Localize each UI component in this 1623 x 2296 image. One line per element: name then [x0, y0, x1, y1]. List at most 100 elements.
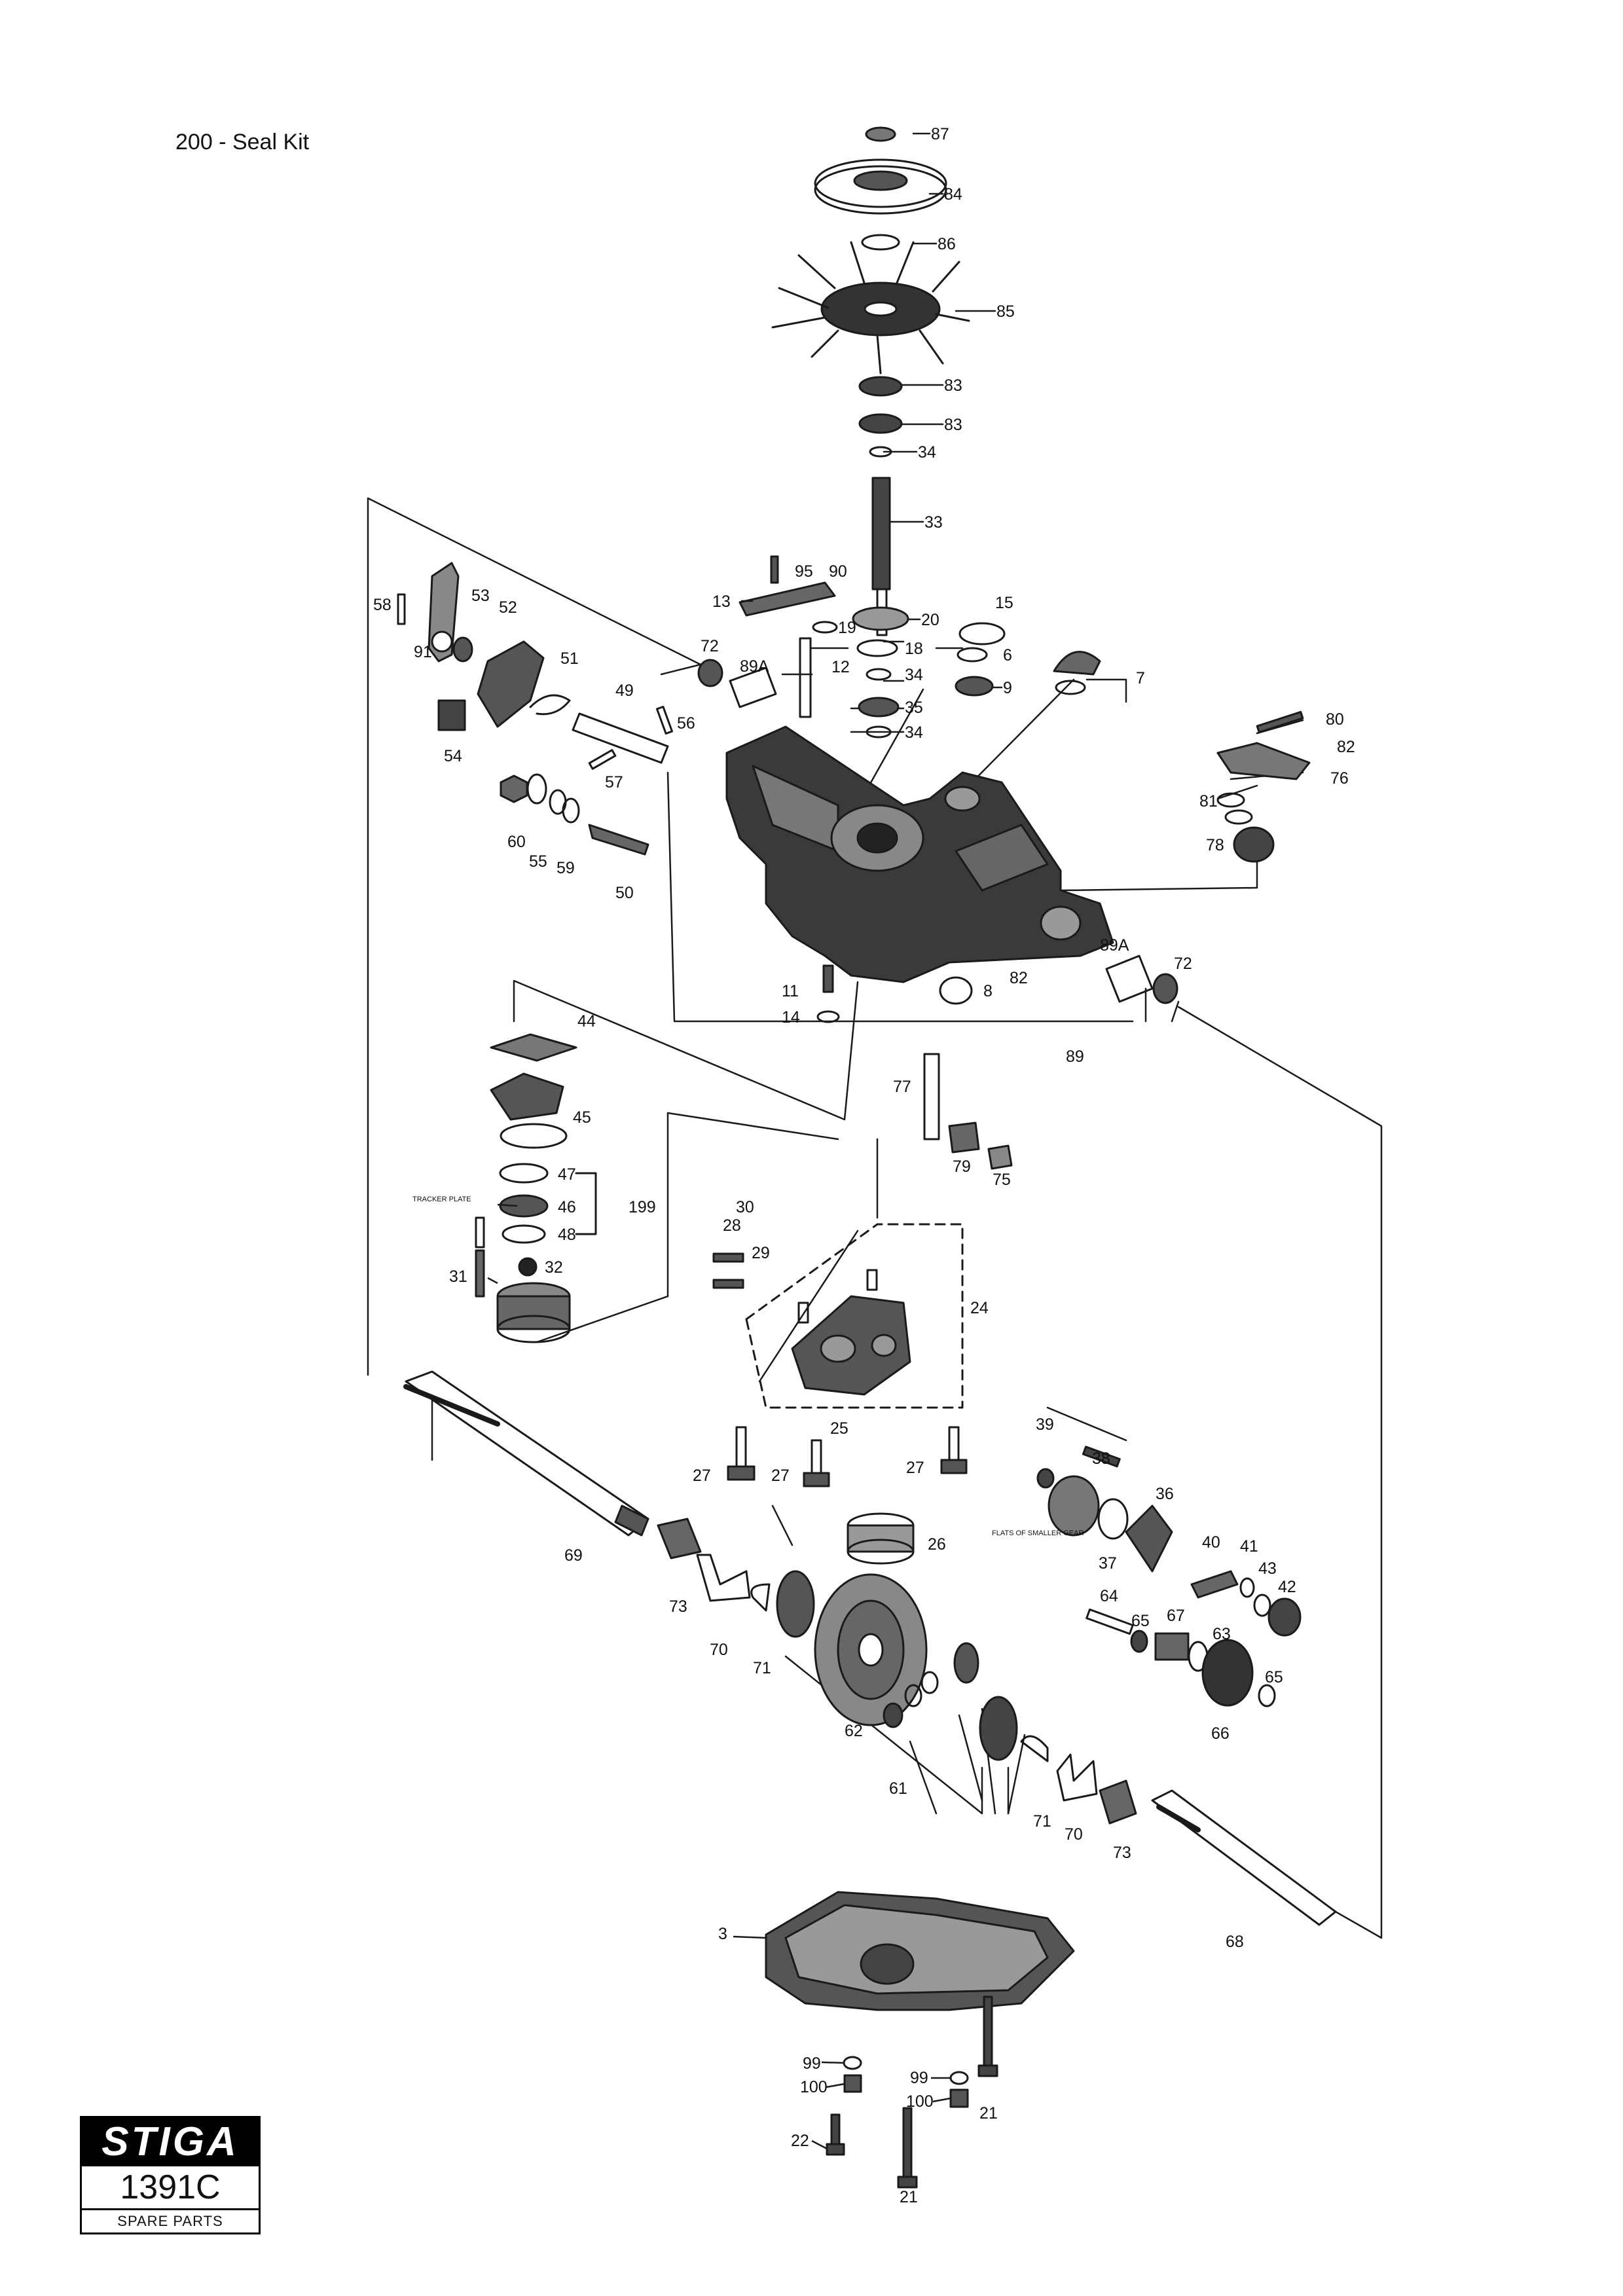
callout: 91 [414, 643, 432, 661]
callout: 32 [545, 1258, 563, 1277]
callout: 99 [803, 2054, 821, 2073]
washer-47 [499, 1163, 549, 1184]
callout: 89A [740, 657, 769, 676]
callout: 56 [677, 714, 695, 733]
clip-70-left [696, 1554, 751, 1602]
callout: 89 [1066, 1048, 1084, 1066]
seal-35 [858, 697, 900, 718]
callout: 27 [906, 1459, 924, 1477]
callout: 21 [979, 2104, 998, 2123]
callout: 30 [736, 1198, 754, 1216]
callout: 25 [830, 1419, 848, 1438]
washer-86 [861, 234, 900, 251]
bearing-83-lower [858, 413, 903, 434]
callout: 43 [1258, 1559, 1277, 1578]
callout: 27 [771, 1467, 790, 1485]
piston-31a [475, 1216, 485, 1248]
ring-26 [847, 1512, 915, 1565]
spring-38b [1082, 1446, 1121, 1468]
block-54 [437, 699, 466, 731]
callout: 41 [1240, 1537, 1258, 1556]
callout: 18 [905, 640, 923, 658]
shaft-77 [923, 1053, 940, 1140]
cap-7 [1053, 651, 1101, 695]
leader [811, 2140, 828, 2150]
pin-12 [799, 637, 812, 718]
ring-18 [856, 639, 898, 657]
bracket-199 [575, 1172, 597, 1235]
clip-71-right [1020, 1735, 1049, 1762]
callout: 73 [1113, 1844, 1131, 1862]
pin-56 [655, 705, 674, 735]
axle-68 [1151, 1789, 1337, 1926]
bushing-89a-left [729, 666, 777, 708]
callout: 84 [944, 185, 962, 204]
callout: 65 [1265, 1668, 1283, 1686]
callout: 100 [906, 2092, 934, 2111]
spring-28 [712, 1252, 744, 1263]
bearing-83-upper [858, 376, 903, 397]
callout: 3 [718, 1925, 727, 1943]
callout: 34 [905, 723, 923, 742]
callout: 83 [944, 376, 962, 395]
pin-57 [588, 749, 617, 770]
callout: 51 [560, 649, 579, 668]
leader-lines [367, 132, 1383, 1939]
callout: 42 [1278, 1578, 1296, 1596]
callout: 34 [905, 666, 923, 684]
spur-gear-62 [814, 1573, 928, 1726]
callout: 8 [983, 982, 993, 1000]
washer-43 [1253, 1594, 1271, 1617]
spring-51 [529, 694, 571, 716]
washer-99-left [843, 2056, 862, 2070]
pin-80 [1256, 710, 1304, 734]
callout: 7 [1136, 669, 1145, 687]
leader [497, 1203, 518, 1207]
washer-39 [1036, 1468, 1055, 1489]
flat-side-note: FLATS OF SMALLER GEAR [992, 1529, 1084, 1537]
spring-29 [712, 1279, 744, 1289]
bearing-67 [1154, 1632, 1190, 1661]
callout: 13 [712, 592, 731, 611]
plug-8 [939, 976, 973, 1005]
washer-65-right [1258, 1684, 1276, 1707]
callout: 78 [1206, 836, 1224, 854]
callout: 11 [782, 982, 799, 1000]
callout: 53 [471, 587, 490, 605]
bolt-27-b [803, 1439, 830, 1487]
bolt-21-right [977, 1995, 998, 2077]
spring-11 [822, 964, 834, 993]
plug-100-left [843, 2074, 862, 2093]
brand-mark: STIGA [82, 2118, 259, 2166]
callout: 36 [1156, 1485, 1174, 1503]
callout: 72 [701, 637, 719, 655]
callout: 58 [373, 596, 392, 614]
gear-side-right [979, 1696, 1018, 1761]
callout: 40 [1202, 1533, 1220, 1552]
callout: 27 [693, 1467, 711, 1485]
callout: 33 [924, 513, 943, 532]
callout: 72 [1174, 955, 1192, 973]
seal-91 [452, 636, 473, 663]
block-75 [987, 1144, 1013, 1170]
spare-parts-label: SPARE PARTS [117, 2213, 223, 2229]
shaft-49 [572, 712, 669, 764]
callout: 64 [1100, 1587, 1118, 1605]
axle-69 [403, 1370, 649, 1537]
callout: 60 [507, 833, 526, 851]
callout: 69 [564, 1546, 583, 1565]
callout: 95 [795, 562, 813, 581]
pin-b [921, 1671, 939, 1694]
callout: 100 [800, 2078, 828, 2096]
callout: 50 [615, 884, 634, 902]
callout: 14 [782, 1008, 800, 1027]
seal-72-left [697, 659, 723, 687]
clip-34-top [869, 446, 892, 458]
callout: 81 [1199, 792, 1218, 811]
callout: 79 [953, 1157, 971, 1176]
callout: 82 [1337, 738, 1355, 756]
callout: 65 [1131, 1612, 1150, 1630]
callout: 90 [829, 562, 847, 581]
callout: 52 [499, 598, 517, 617]
callout: 45 [573, 1108, 591, 1127]
